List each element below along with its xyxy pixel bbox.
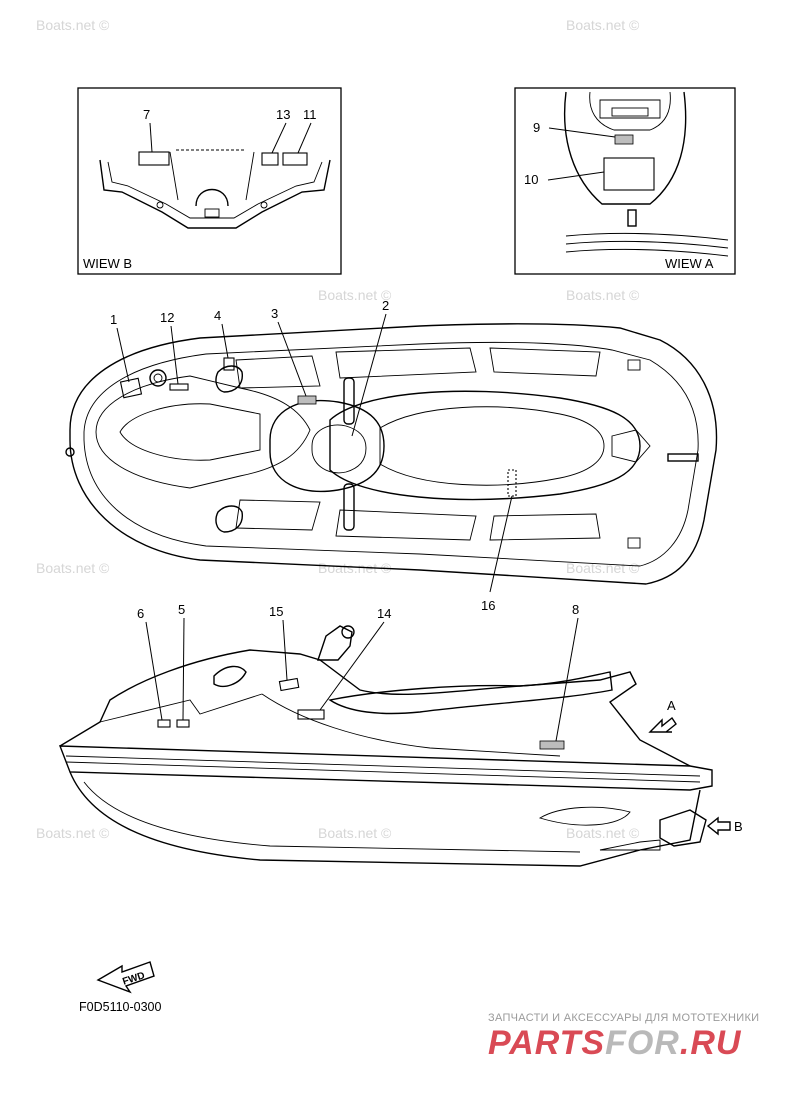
callout-4: 4 <box>214 308 221 323</box>
rub-rail <box>58 745 713 791</box>
decal-15 <box>278 677 300 692</box>
decal-12 <box>169 383 189 391</box>
arrow-b-label: B <box>734 819 743 834</box>
callout-6: 6 <box>137 606 144 621</box>
decal-6 <box>157 719 171 728</box>
decal-13 <box>261 152 279 166</box>
arrow-a-label: A <box>667 698 676 713</box>
decal-14 <box>297 709 325 720</box>
callout-12: 12 <box>160 310 174 325</box>
fwd-arrow-icon <box>96 961 155 994</box>
handlebar-side <box>317 625 353 661</box>
stern-outline <box>99 159 331 229</box>
logo-part-3: .RU <box>679 1024 742 1062</box>
view-b-arrow-icon <box>706 816 731 836</box>
hull-outline-top <box>69 323 718 585</box>
callout-8: 8 <box>572 602 579 617</box>
callout-1: 1 <box>110 312 117 327</box>
callout-9: 9 <box>533 120 540 135</box>
fwd-label: FWD <box>121 970 146 988</box>
decal-3 <box>297 395 317 405</box>
bow-outline <box>563 91 687 205</box>
mirror-left <box>215 365 243 393</box>
stern-hook <box>195 189 229 207</box>
callout-16: 16 <box>481 598 495 613</box>
hull-underside <box>69 771 701 867</box>
seat <box>329 390 641 501</box>
front-deck <box>95 375 311 489</box>
callout-15: 15 <box>269 604 283 619</box>
console <box>269 399 385 493</box>
callout-7: 7 <box>143 107 150 122</box>
brand-logo: PARTSFOR.RU <box>488 1024 741 1063</box>
callout-10: 10 <box>524 172 538 187</box>
stern-cleat <box>667 453 699 462</box>
side-view: 6 5 15 14 8 A B <box>58 602 743 867</box>
watermark: Boats.net © <box>36 17 110 33</box>
decal-10 <box>603 157 655 191</box>
decal-1 <box>119 377 143 399</box>
brand-tagline: ЗАПЧАСТИ И АКСЕССУАРЫ ДЛЯ МОТОТЕХНИКИ <box>488 1012 760 1024</box>
jet-nozzle <box>659 809 707 847</box>
handlebar-right <box>343 483 355 531</box>
decal-4 <box>223 357 235 371</box>
logo-part-2: FOR <box>605 1024 680 1062</box>
decal-8 <box>539 740 565 750</box>
logo-part-1: PARTS <box>488 1024 606 1062</box>
view-a-title: WIEW A <box>665 256 714 271</box>
handlebar-left <box>343 377 355 425</box>
callout-3: 3 <box>271 306 278 321</box>
callout-2: 2 <box>382 298 389 313</box>
watermark: Boats.net © <box>566 560 640 576</box>
callout-5: 5 <box>178 602 185 617</box>
view-b-frame <box>77 87 342 275</box>
watermark: Boats.net © <box>36 560 110 576</box>
callout-13: 13 <box>276 107 290 122</box>
decal-11 <box>282 152 308 166</box>
forward-indicator: FWD <box>96 961 155 994</box>
watermark: Boats.net © <box>318 825 392 841</box>
callout-11: 11 <box>303 107 317 122</box>
decal-9 <box>614 134 634 145</box>
bow-eye <box>65 447 75 457</box>
watermark: Boats.net © <box>318 560 392 576</box>
callout-14: 14 <box>377 606 391 621</box>
figure-code: F0D5110-0300 <box>79 1000 162 1014</box>
view-b-inset: 7 13 11 WIEW B <box>77 87 342 275</box>
watermark: Boats.net © <box>566 17 640 33</box>
mirror-right <box>215 505 243 533</box>
mirror-side <box>213 665 247 688</box>
view-a-frame <box>514 87 736 275</box>
view-a-inset: 9 10 WIEW A <box>514 87 736 275</box>
view-b-title: WIEW B <box>83 256 132 271</box>
seat-side <box>328 671 613 715</box>
top-view: 1 12 4 3 2 16 <box>65 298 718 613</box>
decal-5 <box>176 719 190 728</box>
watermark: Boats.net © <box>566 287 640 303</box>
view-a-arrow-icon <box>648 716 677 733</box>
fuel-cap <box>149 369 167 387</box>
watermark: Boats.net © <box>318 287 392 303</box>
watermarks: Boats.net © Boats.net © Boats.net © Boat… <box>36 17 640 841</box>
decal-16 <box>507 469 517 497</box>
watermark: Boats.net © <box>36 825 110 841</box>
decal-7 <box>138 151 170 166</box>
watermark: Boats.net © <box>566 825 640 841</box>
